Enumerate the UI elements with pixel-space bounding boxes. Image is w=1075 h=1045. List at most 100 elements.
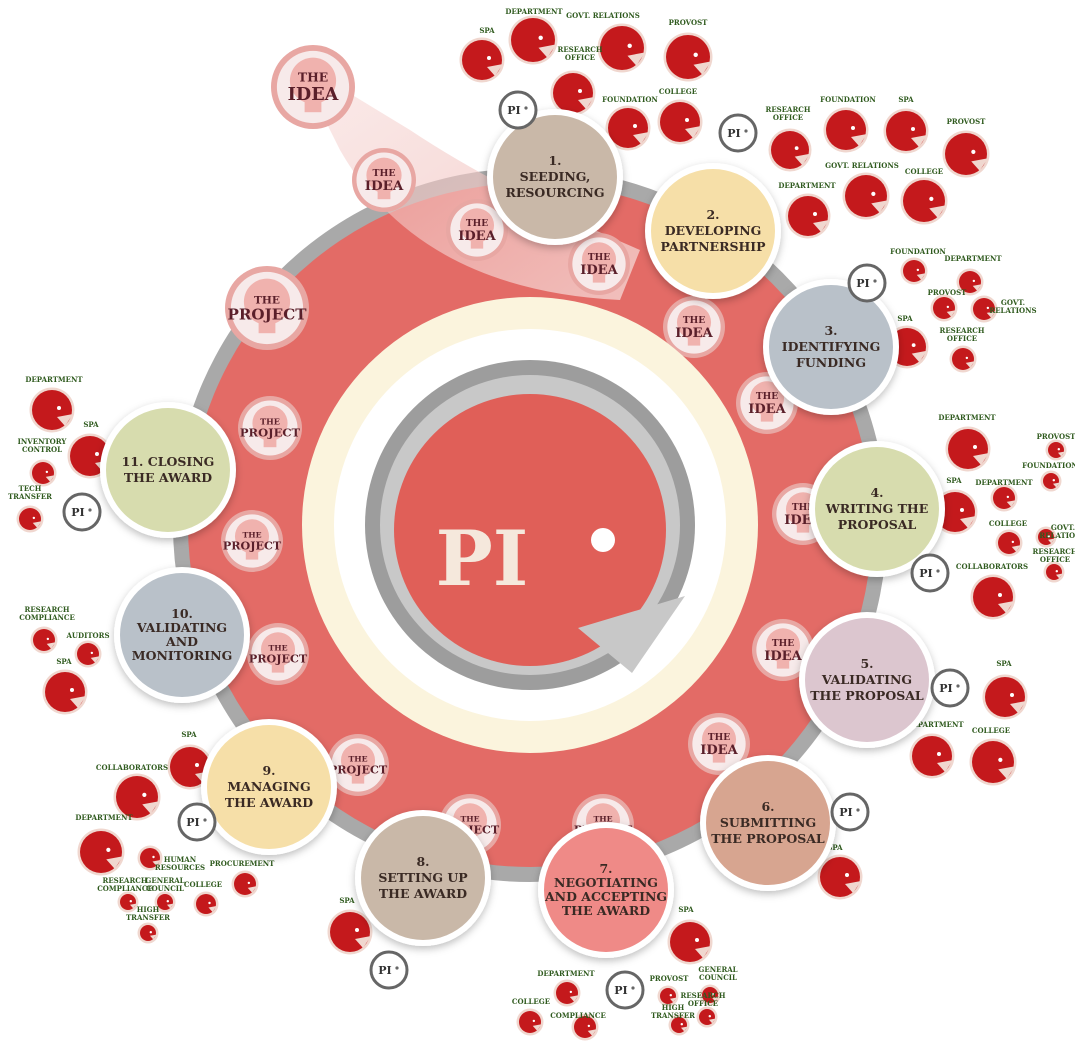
- pi-bubble-label: PI: [71, 506, 84, 519]
- light-bulb-base: [592, 274, 606, 283]
- stakeholder: SPA: [982, 659, 1028, 720]
- stage-label: 6.: [761, 799, 774, 814]
- stage-1[interactable]: 1.SEEDING,RESOURCING: [487, 109, 623, 245]
- stage-label: 7.: [599, 861, 612, 876]
- stakeholder: SPA: [327, 896, 373, 955]
- stage-disc: [805, 618, 929, 742]
- stakeholder-label: COUNCIL: [146, 884, 184, 893]
- pi-head-eye: [631, 986, 635, 990]
- idea-bubble-label: IDEA: [700, 743, 738, 758]
- stage-label: PARTNERSHIP: [660, 239, 766, 254]
- stage-label: SEEDING,: [520, 169, 591, 184]
- stakeholder: PROVOST: [650, 974, 689, 1007]
- light-bulb-base: [377, 191, 391, 200]
- stakeholder-label: RELATIONS: [989, 306, 1036, 315]
- stakeholder-label: COLLEGE: [989, 519, 1027, 528]
- stakeholder-eye: [845, 873, 849, 877]
- stakeholder-label: FOUNDATION: [890, 247, 946, 256]
- stakeholder-label: TRANSFER: [651, 1011, 695, 1020]
- stakeholder-label: RESEARCH: [1033, 547, 1075, 556]
- stakeholder: DEPARTMENT: [975, 478, 1033, 512]
- pi-bubble-label: PI: [378, 964, 391, 977]
- stage-label: VALIDATING: [821, 672, 912, 687]
- stakeholder-label: AUDITORS: [65, 631, 109, 640]
- pi-bubble: PI: [930, 668, 970, 708]
- stage-label: 4.: [870, 485, 883, 500]
- pi-bubble: PI: [177, 802, 217, 842]
- stage-disc: [120, 573, 244, 697]
- stakeholder-mouth: [247, 886, 257, 893]
- stakeholder: AUDITORS: [65, 631, 110, 668]
- idea-bubble-label: THE: [466, 218, 488, 229]
- stakeholder-label: DEPARTMENT: [938, 413, 996, 422]
- stakeholder-eye: [929, 196, 934, 201]
- stakeholder-eye: [1055, 570, 1059, 573]
- stakeholder-eye: [129, 900, 132, 903]
- stakeholder: GOVT. RELATIONS: [825, 161, 899, 220]
- light-bulb-icon: [749, 381, 785, 416]
- stakeholder-label: SPA: [479, 26, 495, 35]
- stakeholder: COLLEGE: [989, 519, 1027, 557]
- project-bubble-label: PROJECT: [329, 763, 388, 776]
- stakeholder-eye: [851, 126, 855, 130]
- stakeholder-mouth: [937, 760, 953, 772]
- pi-head-eye: [88, 508, 92, 512]
- stakeholder: COLLABORATORS: [96, 763, 168, 821]
- pi-bubble-label: PI: [839, 806, 852, 819]
- light-bulb-base: [712, 754, 726, 763]
- stakeholder-mouth: [70, 696, 86, 708]
- stage-label: AND ACCEPTING: [544, 889, 667, 904]
- stage-label: 8.: [416, 854, 429, 869]
- pi-bubble-label: PI: [507, 104, 520, 117]
- light-bulb-base: [687, 337, 701, 346]
- stage-label: SETTING UP: [378, 870, 468, 885]
- stage-label: 2.: [706, 207, 719, 222]
- pi-bubble: PI: [62, 492, 102, 532]
- stakeholder-eye: [247, 881, 251, 885]
- stakeholder-label: OFFICE: [773, 113, 803, 122]
- pi-bubble: PI: [718, 113, 758, 153]
- stakeholder-eye: [1052, 479, 1056, 482]
- stakeholder-mouth: [1011, 545, 1021, 552]
- stakeholder: PROVOST: [942, 117, 990, 178]
- light-bulb-icon: [252, 405, 288, 441]
- stakeholder-mouth: [45, 475, 55, 482]
- idea-bubble-label: THE: [792, 502, 814, 513]
- stakeholder-label: DEPARTMENT: [75, 813, 133, 822]
- pi-head-icon: [498, 90, 538, 130]
- stakeholder-eye: [1006, 495, 1010, 499]
- stakeholder-mouth: [1048, 538, 1055, 544]
- stage-label: THE AWARD: [379, 886, 467, 901]
- project-bubble-label: THE: [242, 531, 261, 540]
- stakeholder-mouth: [130, 903, 137, 909]
- light-bulb-icon: [581, 242, 617, 277]
- stage-label: 11. CLOSING: [122, 454, 215, 469]
- stage-label: WRITING THE: [825, 501, 929, 516]
- pi-bubble-label: PI: [939, 682, 952, 695]
- stakeholder-eye: [708, 1015, 711, 1018]
- pi-head-icon: [930, 668, 970, 708]
- stakeholder-label: GOVT.: [1001, 298, 1025, 307]
- stakeholder: FOUNDATION: [1022, 461, 1075, 492]
- stakeholder: COLLEGE: [512, 997, 550, 1036]
- light-bulb-icon: [289, 57, 337, 104]
- light-bulb-base: [776, 660, 790, 669]
- stakeholder: GOVT.RELATIONS: [970, 295, 1037, 323]
